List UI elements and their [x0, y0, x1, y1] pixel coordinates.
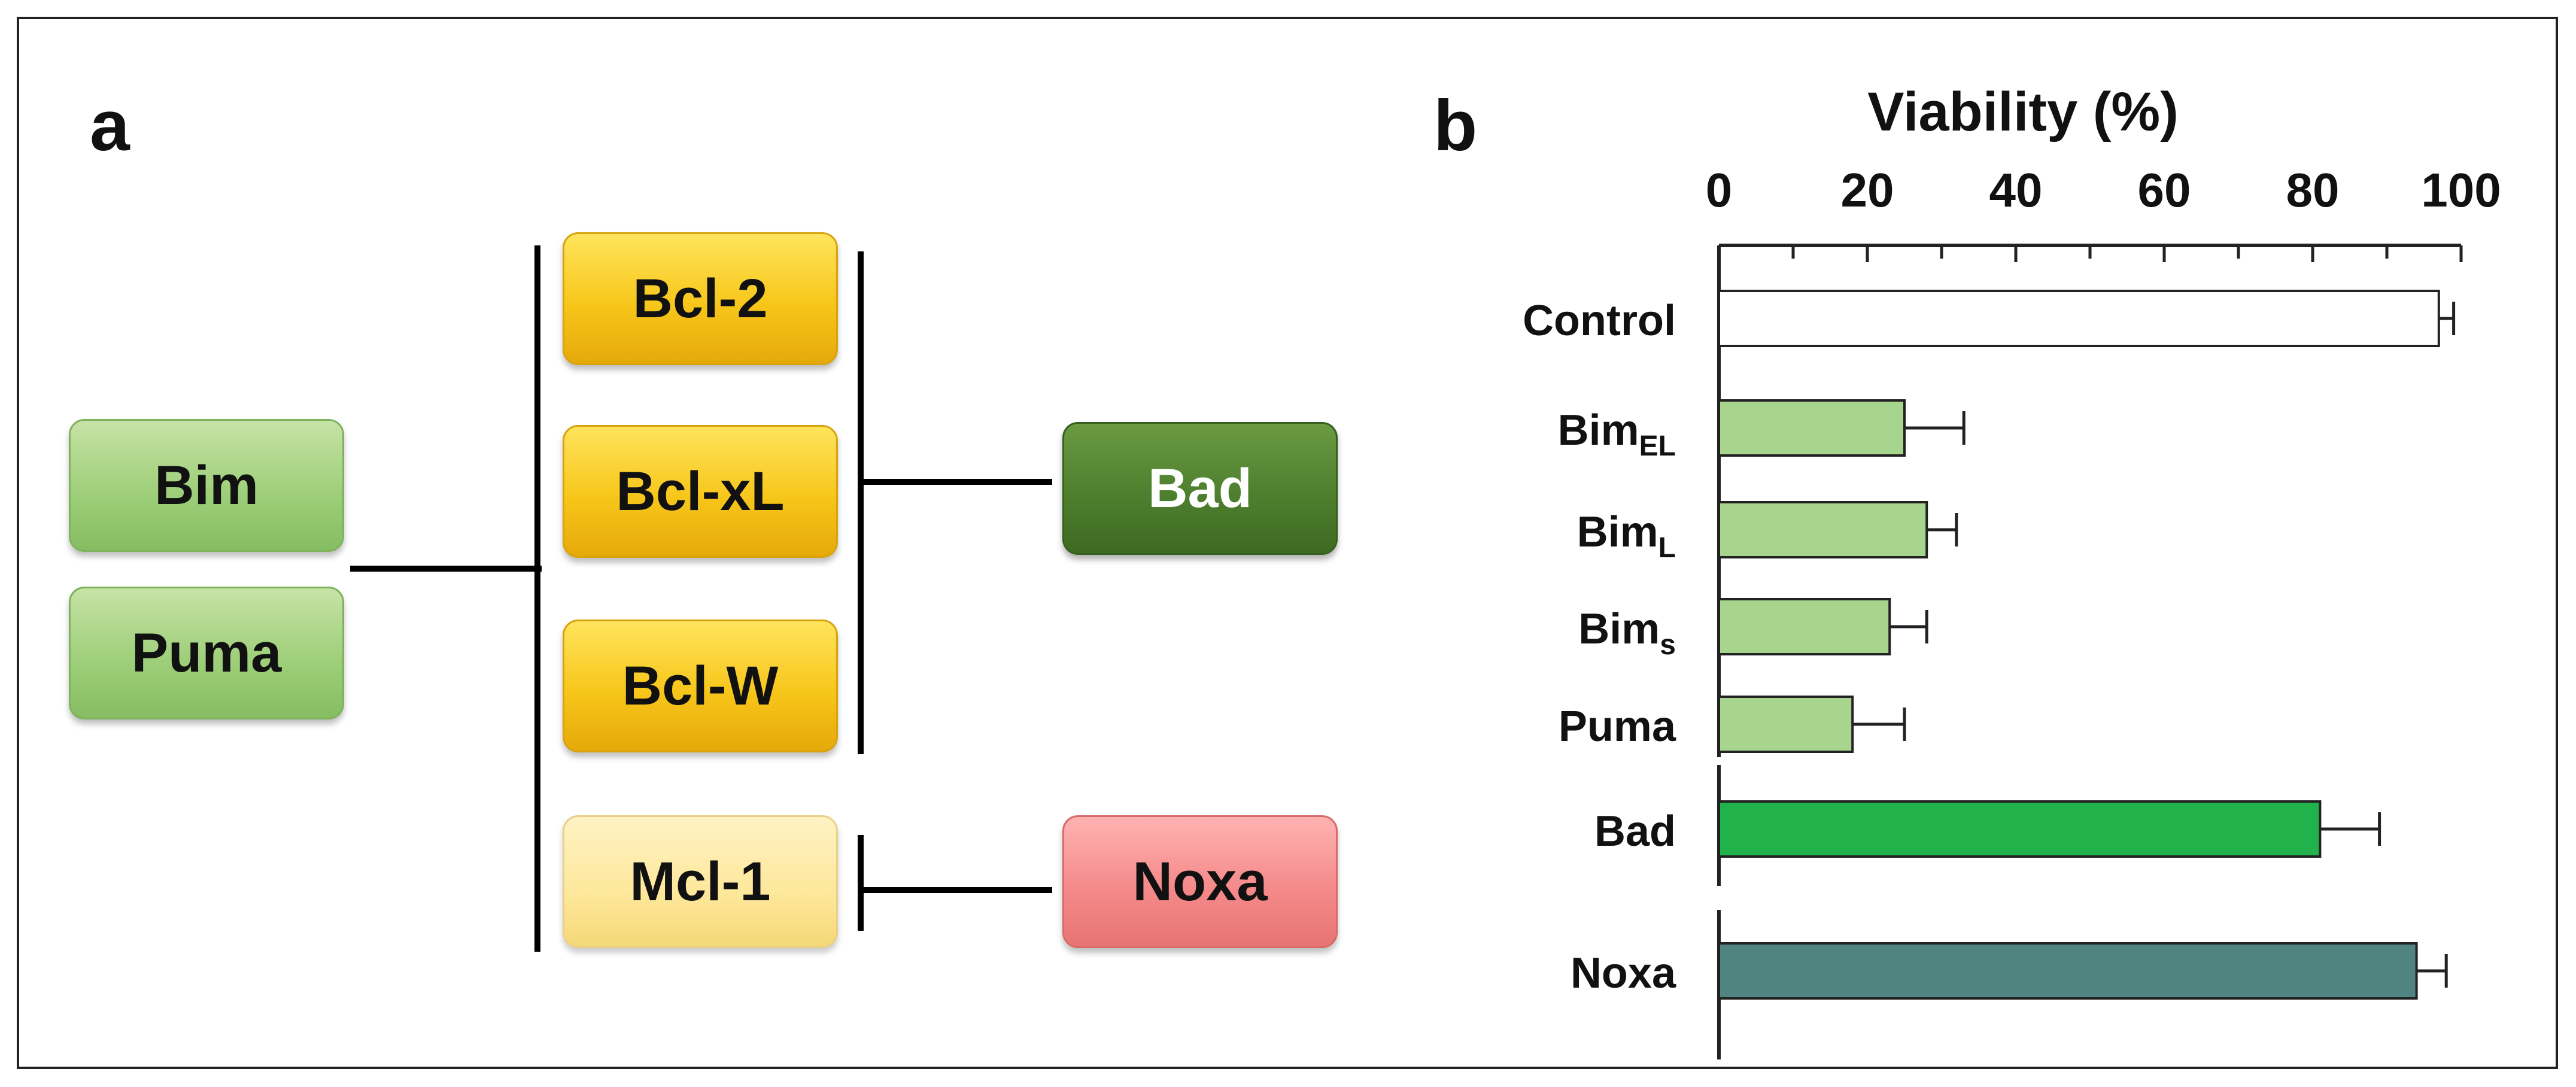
bclxl-box: Bcl-xL — [563, 425, 838, 558]
category-label: Bims — [1578, 605, 1676, 661]
noxa-bracket — [858, 835, 864, 931]
noxa-label: Noxa — [1132, 851, 1268, 912]
tick-label: 20 — [1841, 163, 1894, 217]
category-label: Noxa — [1570, 949, 1676, 997]
bclw-label: Bcl-W — [622, 655, 779, 716]
tick-label: 0 — [1706, 163, 1733, 217]
noxa-connector — [858, 887, 1052, 893]
bim-box: Bim — [69, 419, 344, 552]
bclw-box: Bcl-W — [563, 620, 838, 752]
tick-label: 100 — [2421, 163, 2501, 217]
bar-5 — [1718, 800, 2322, 858]
panel-b-letter: b — [1433, 86, 1478, 166]
bcl2-box: Bcl-2 — [563, 232, 838, 365]
category-label: BimEL — [1558, 406, 1676, 462]
panel-a-letter: a — [90, 86, 130, 166]
bar-6 — [1718, 942, 2418, 1000]
bad-bracket — [858, 251, 864, 754]
chart-title: Viability (%) — [1867, 81, 2179, 142]
bar-4 — [1718, 696, 1854, 753]
category-label: Puma — [1559, 703, 1676, 751]
noxa-box: Noxa — [1062, 815, 1338, 948]
puma-label: Puma — [131, 622, 282, 684]
puma-box: Puma — [69, 587, 344, 719]
bar-0 — [1718, 290, 2440, 347]
bim-puma-connector — [350, 566, 542, 572]
bclxl-label: Bcl-xL — [616, 460, 785, 522]
bcl2-label: Bcl-2 — [633, 268, 768, 329]
tick-label: 80 — [2286, 163, 2340, 217]
category-label: Bad — [1594, 807, 1676, 855]
figure-frame — [17, 17, 2558, 1069]
category-label: BimL — [1577, 508, 1676, 564]
bcl-family-bracket — [534, 245, 540, 952]
bim-label: Bim — [154, 454, 259, 516]
bad-box: Bad — [1062, 422, 1338, 555]
bar-3 — [1718, 598, 1891, 655]
bar-1 — [1718, 399, 1906, 457]
bar-2 — [1718, 501, 1928, 558]
mcl1-label: Mcl-1 — [630, 851, 771, 912]
bars — [1718, 290, 2456, 1000]
category-label: Control — [1523, 297, 1676, 345]
bad-label: Bad — [1148, 457, 1252, 519]
tick-label: 40 — [1989, 163, 2043, 217]
mcl1-box: Mcl-1 — [563, 815, 838, 948]
tick-label: 60 — [2138, 163, 2191, 217]
bad-connector — [858, 479, 1052, 485]
